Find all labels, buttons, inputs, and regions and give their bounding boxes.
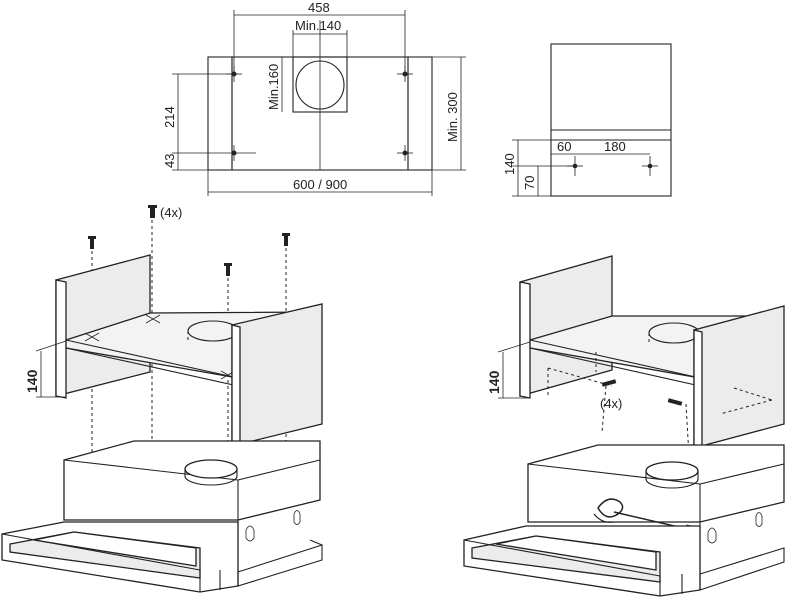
hood-collar — [645, 461, 699, 481]
hood-body — [527, 444, 785, 523]
dim-lower-height: 70 — [522, 176, 537, 190]
dim-hole-width: 458 — [308, 0, 330, 15]
dim-hood-width: 600 / 900 — [293, 177, 347, 192]
dim-total-height: 140 — [502, 153, 517, 175]
hood-collar — [184, 459, 238, 479]
dim-side-height: Min. 300 — [445, 92, 460, 142]
dim-bottom-offset: 43 — [162, 154, 177, 168]
left-installation-view: (4x) 140 — [1, 205, 323, 593]
dim-left-offset: 60 — [557, 139, 571, 154]
hood-body — [63, 440, 321, 521]
front-dimension-drawing: Min.140 Min.160 458 214 4 — [162, 0, 466, 196]
screw-count-label: (4x) — [600, 396, 622, 411]
hole-mark — [642, 156, 658, 176]
screw-icon — [224, 263, 232, 276]
screw-icon — [88, 236, 96, 249]
screw-icon — [601, 379, 617, 387]
screw-icon — [148, 205, 157, 218]
cabinet-right-wall — [231, 303, 323, 447]
hole-mark — [226, 145, 256, 161]
dim-height-label: 140 — [24, 369, 40, 393]
dim-hole-vertical: 214 — [162, 106, 177, 128]
dim-duct-width: Min.140 — [295, 18, 341, 33]
screw-icon — [282, 233, 290, 246]
cabinet-right-wall — [693, 305, 785, 449]
dim-hole-spacing: 180 — [604, 139, 626, 154]
dim-height-label: 140 — [486, 370, 502, 394]
screw-count-label: (4x) — [160, 205, 182, 220]
side-dimension-drawing: 60 180 140 70 — [502, 43, 672, 197]
right-installation-view: (4x) 140 — [463, 255, 785, 597]
hole-mark — [397, 145, 413, 161]
screw-icon — [667, 398, 683, 406]
cabinet-side — [550, 43, 672, 197]
dim-duct-height: Min.160 — [266, 64, 281, 110]
